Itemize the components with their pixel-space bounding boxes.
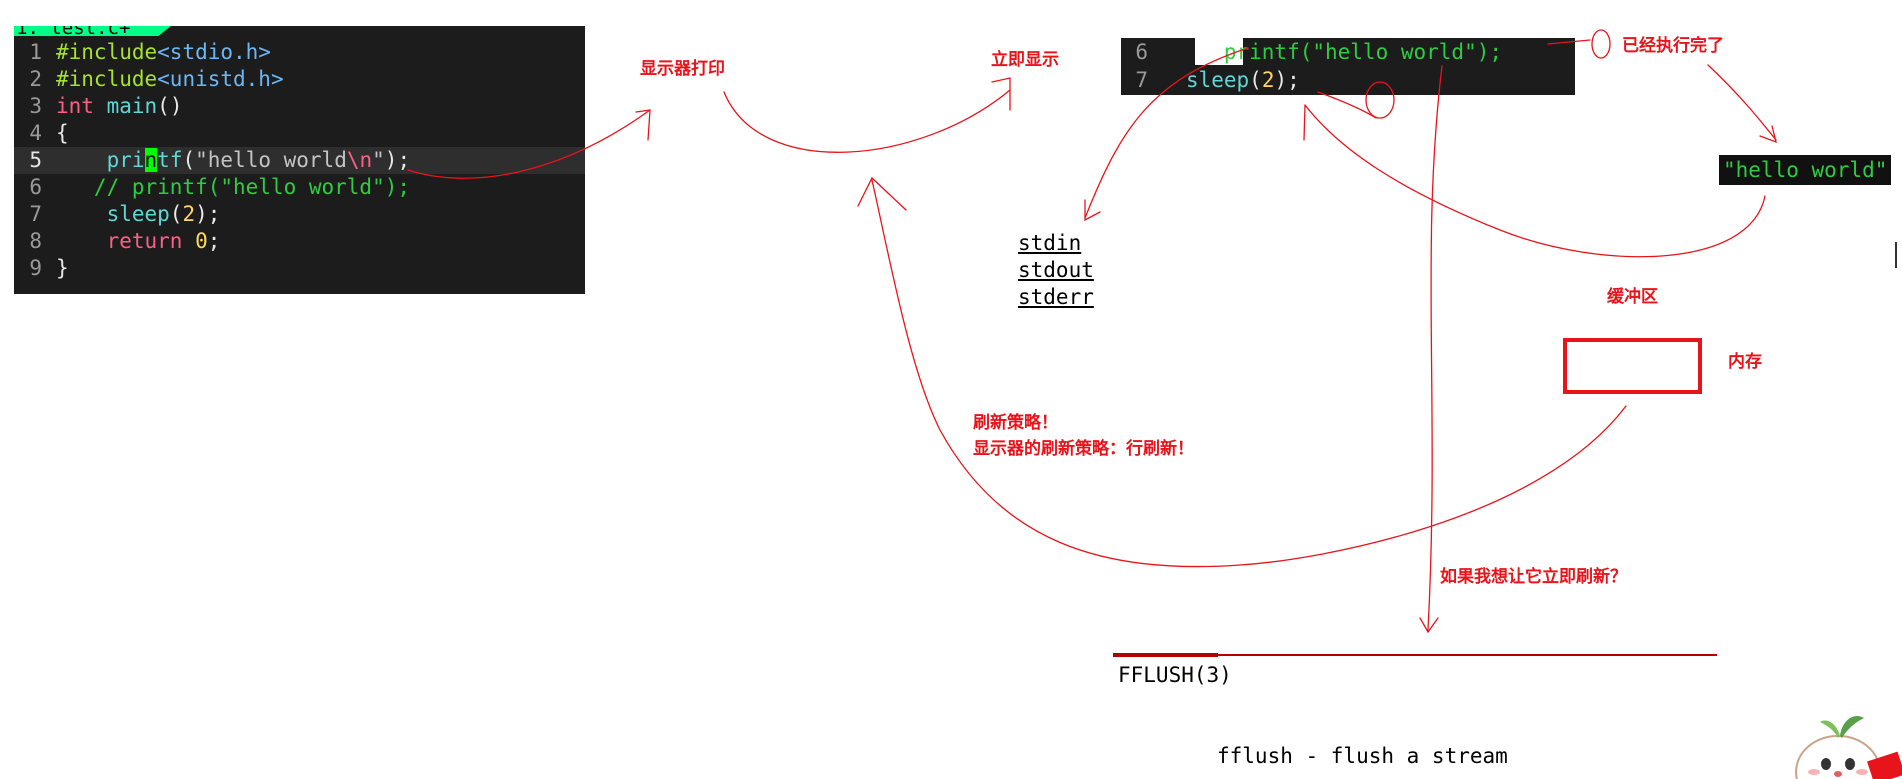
- line-number: 1: [29, 40, 42, 64]
- line-semicolon-to-circle: [1547, 39, 1591, 45]
- arrowhead-sleep: [1303, 104, 1306, 141]
- code-token: printf("hello world");: [1223, 40, 1503, 64]
- code-token: return: [106, 229, 183, 253]
- circle-semicolon: [1591, 29, 1611, 59]
- line-number: 9: [29, 256, 42, 280]
- line-number: 7: [29, 202, 42, 226]
- line-number: 3: [29, 94, 42, 118]
- code-token: \n: [346, 148, 373, 172]
- code-line[interactable]: 9}: [14, 255, 585, 282]
- code-token: );: [1274, 68, 1300, 92]
- stream-stdout: stdout: [1018, 258, 1094, 282]
- code-token: 0: [195, 229, 208, 253]
- code-line[interactable]: 5 printf("hello world\n");: [14, 147, 585, 174]
- code-line[interactable]: 7 sleep(2);: [14, 201, 585, 228]
- line-number: 8: [29, 229, 42, 253]
- note-buffer: 缓冲区: [1607, 287, 1658, 307]
- code-token: #include: [56, 67, 158, 91]
- code-editor[interactable]: 1. test.c+ 1#include<stdio.h>2#include<u…: [14, 26, 585, 294]
- circle-sleep: [1365, 81, 1395, 119]
- code-token: (): [157, 94, 183, 118]
- note-immediate-display: 立即显示: [991, 50, 1059, 70]
- arrowhead-fflush: [1419, 617, 1439, 634]
- code-snippet: 6 printf("hello world");7 sleep(2);: [1121, 38, 1575, 95]
- mascot-sticker: [1795, 716, 1902, 779]
- arrowhead-output: [1759, 125, 1777, 144]
- code-token: (: [169, 202, 183, 226]
- arrow-display-to-immediate: [723, 89, 1011, 153]
- code-token: <stdio.h>: [157, 40, 271, 64]
- code-line[interactable]: 6 // printf("hello world");: [14, 174, 585, 201]
- note-already-executed: 已经执行完了: [1622, 36, 1724, 56]
- arrowhead-display: [635, 109, 651, 141]
- code-token: sleep: [1185, 68, 1250, 92]
- editor-tab[interactable]: 1. test.c+: [14, 26, 178, 36]
- snippet-gap: [1195, 38, 1243, 65]
- man-page-header: FFLUSH(3): [1118, 663, 1232, 687]
- text-cursor: [1895, 242, 1897, 268]
- code-token: ": [372, 148, 385, 172]
- code-token: ;: [207, 229, 221, 253]
- stream-stdin: stdin: [1018, 231, 1082, 255]
- code-token: }: [56, 256, 69, 280]
- arrow-newline-to-display: [407, 109, 651, 179]
- note-display-print: 显示器打印: [640, 59, 725, 79]
- note-memory: 内存: [1728, 352, 1762, 372]
- code-token: (: [182, 148, 196, 172]
- code-token: main: [106, 94, 158, 118]
- code-line[interactable]: 8 return 0;: [14, 228, 585, 255]
- arrowhead-immediate: [991, 77, 1011, 111]
- memory-buffer-box: [1563, 338, 1702, 394]
- code-line[interactable]: 3 int main(): [14, 93, 585, 120]
- arrow-down-to-fflush: [1427, 65, 1443, 631]
- note-want-flush-now: 如果我想让它立即刷新？: [1440, 567, 1627, 587]
- code-line[interactable]: 1 #include<stdio.h>: [14, 39, 585, 66]
- code-token: 2: [1261, 68, 1275, 92]
- arrow-output-to-sleep: [1304, 104, 1766, 258]
- code-token: "hello world: [195, 148, 347, 172]
- code-token: n: [144, 148, 158, 172]
- line-number: 5: [29, 148, 42, 172]
- code-token: );: [384, 148, 411, 172]
- code-token: #include: [56, 40, 158, 64]
- line-number: 7: [1135, 68, 1148, 92]
- arrow-memory-to-display: [871, 179, 1627, 568]
- arrowhead-display-up: [857, 176, 907, 211]
- man-page-rule-accent: [1113, 653, 1218, 657]
- stream-stderr: stderr: [1018, 285, 1094, 309]
- code-token: pri: [106, 148, 145, 172]
- code-line[interactable]: 4{: [14, 120, 585, 147]
- code-line[interactable]: 7 sleep(2);: [1121, 66, 1300, 94]
- code-token: tf: [157, 148, 183, 172]
- code-token: );: [195, 202, 221, 226]
- code-line[interactable]: 6 printf("hello world");: [1121, 38, 1502, 66]
- line-number: 2: [29, 67, 42, 91]
- line-sleep-loop: [1317, 91, 1377, 119]
- code-token: sleep: [106, 202, 170, 226]
- code-token: 2: [182, 202, 196, 226]
- line-number: 4: [29, 121, 42, 145]
- note-flush-policy: 刷新策略！ 显示器的刷新策略：行刷新！: [973, 413, 1194, 459]
- code-token: // printf("hello world");: [56, 175, 411, 199]
- man-page-name: fflush - flush a stream: [1217, 744, 1508, 768]
- code-token: int: [56, 94, 94, 118]
- arrowhead-streams: [1084, 199, 1101, 222]
- code-line[interactable]: 2 #include<unistd.h>: [14, 66, 585, 93]
- code-token: <unistd.h>: [157, 67, 284, 91]
- line-number: 6: [1135, 40, 1148, 64]
- line-number: 6: [29, 175, 42, 199]
- hello-world-output: "hello world": [1719, 155, 1892, 185]
- man-page-rule: [1113, 654, 1717, 656]
- code-token: {: [56, 121, 69, 145]
- arrow-executed-to-output: [1707, 64, 1777, 141]
- stream-list: stdin stdout stderr: [1018, 230, 1094, 311]
- code-token: (: [1249, 68, 1262, 92]
- arrow-printf-to-streams: [1084, 47, 1249, 219]
